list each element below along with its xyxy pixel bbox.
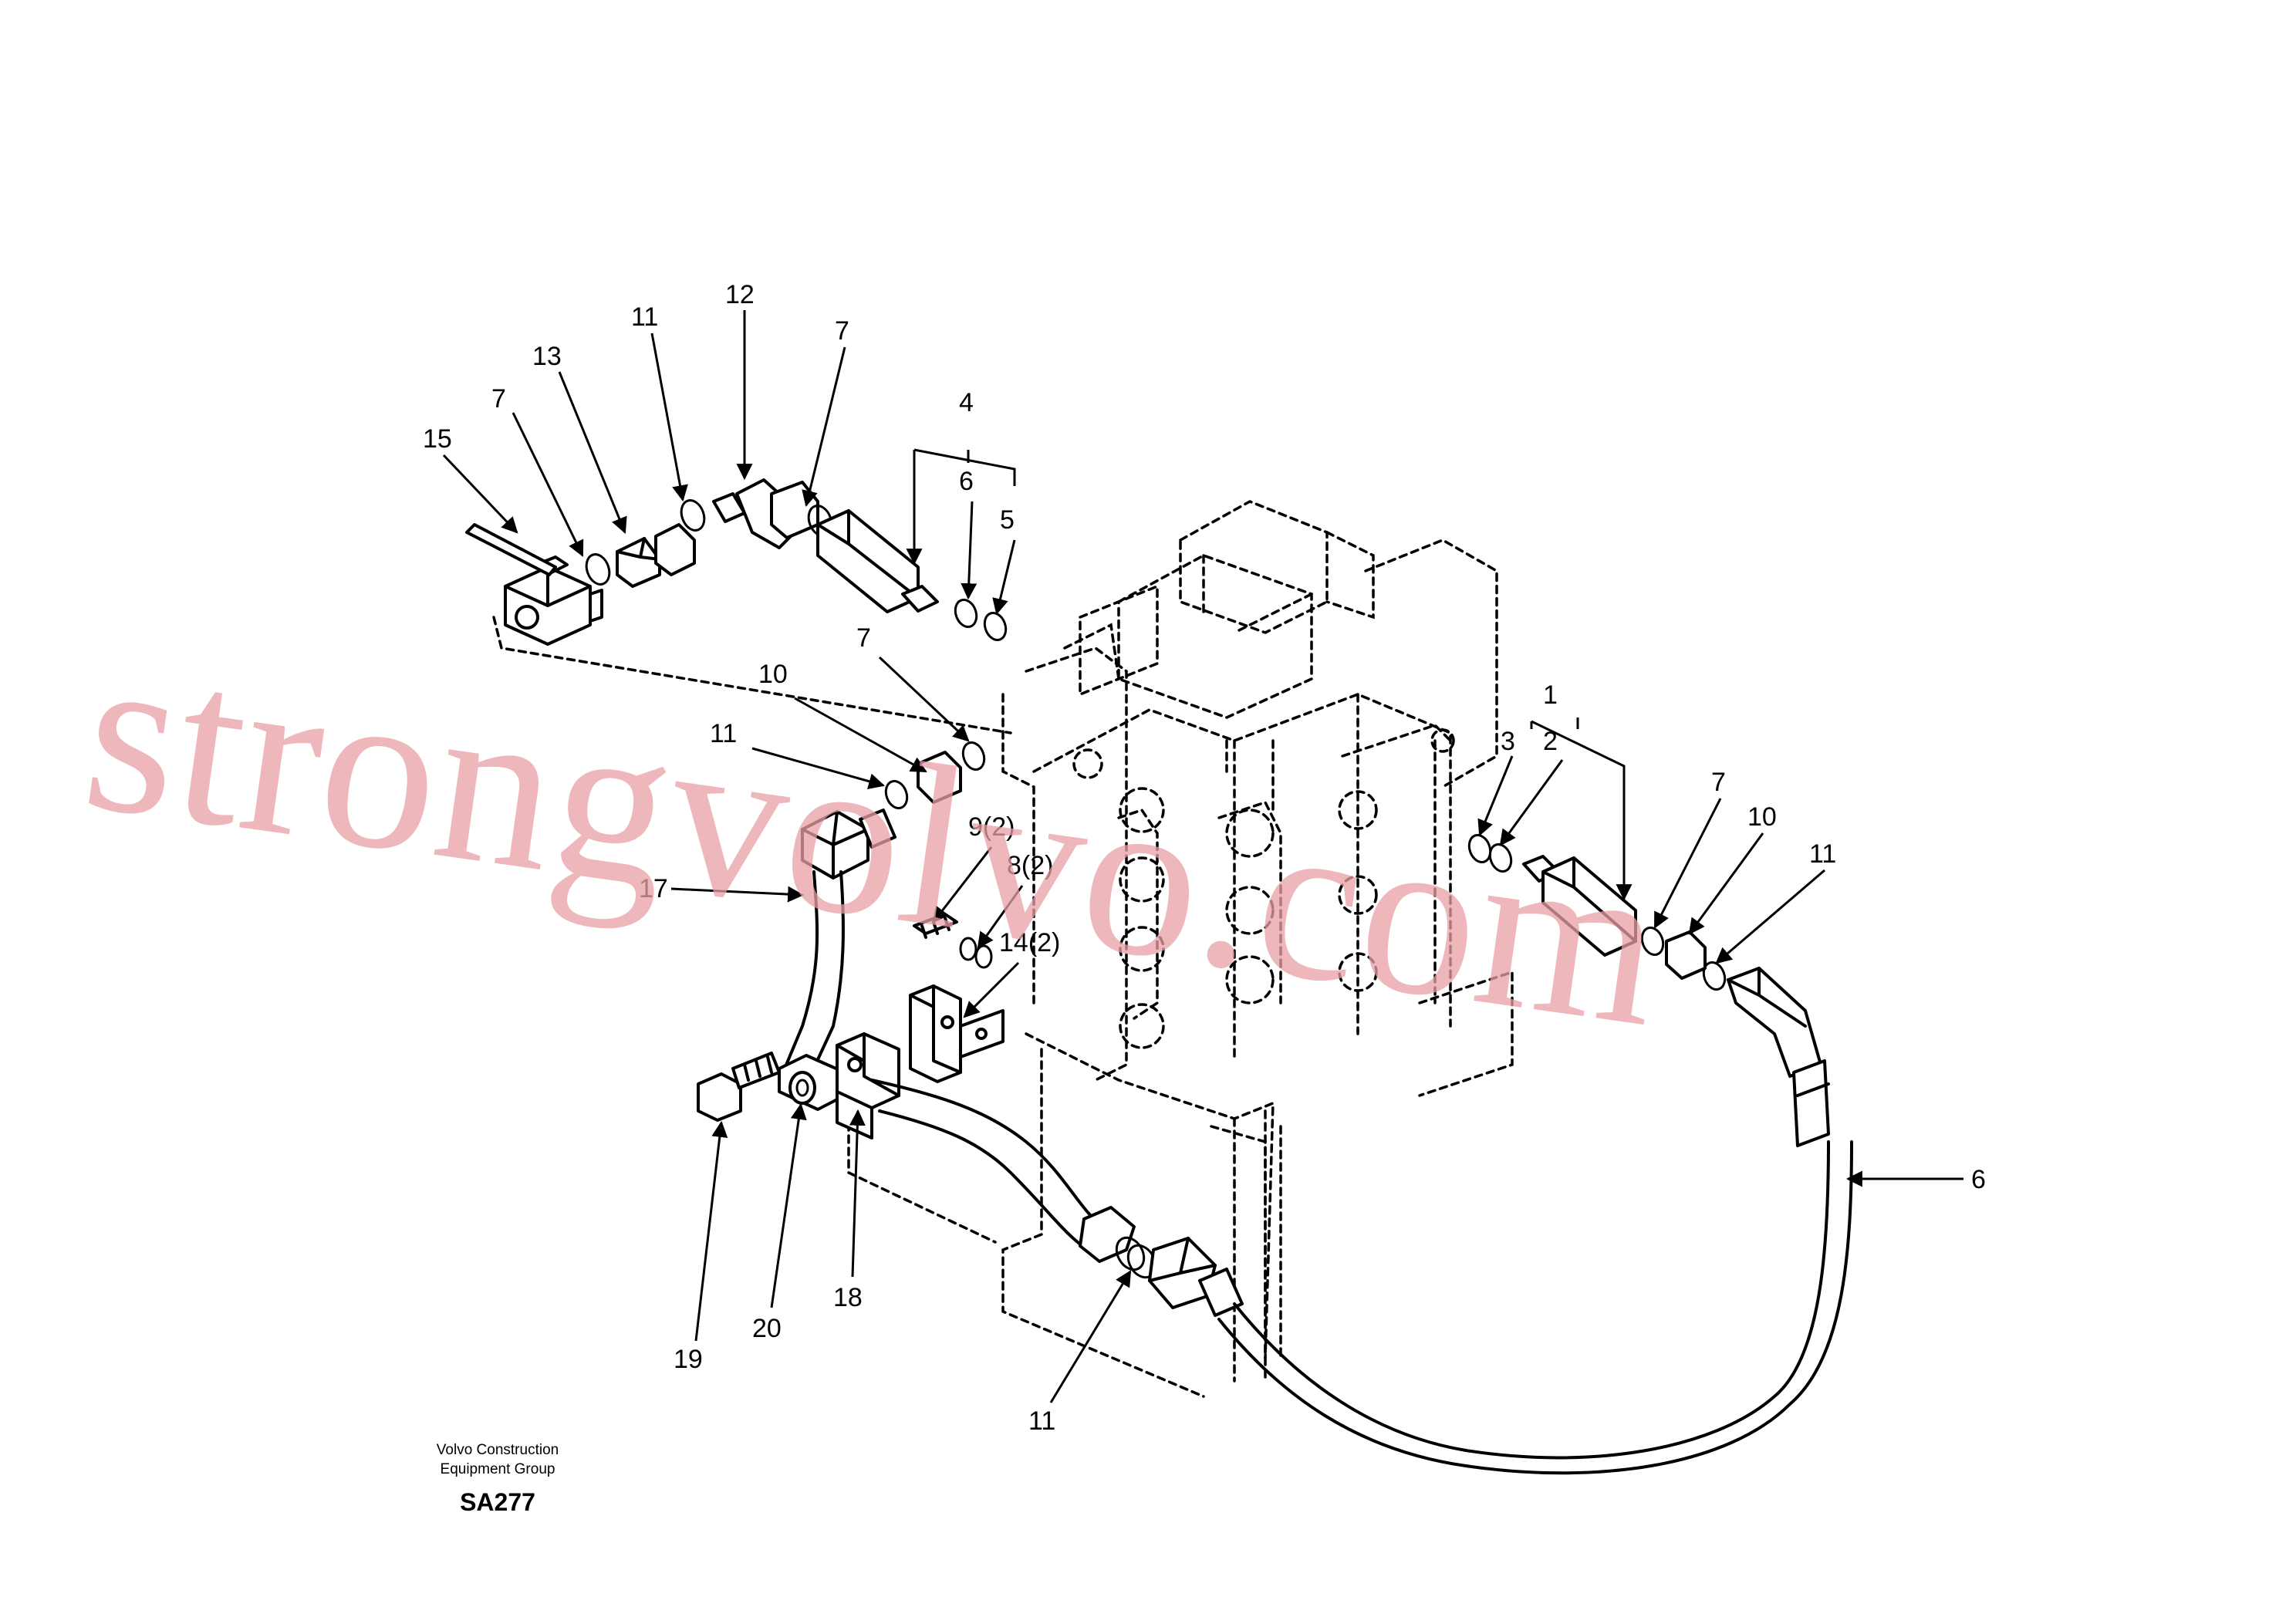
callout-11a: 11 [631,302,658,332]
callout-15: 15 [423,424,452,454]
clamp-parts [697,1032,900,1140]
callout-13: 13 [532,342,562,371]
lower-hose [870,1079,1853,1475]
callout-19: 19 [674,1345,703,1374]
callout-17: 17 [639,874,668,903]
callout-7c: 7 [856,623,871,653]
callout-2: 2 [1543,727,1558,756]
watermark: strongvolvo.com [72,601,1677,1075]
callout-7d: 7 [1711,768,1726,797]
footer-company-line1: Volvo Construction [437,1442,559,1458]
callout-7b: 7 [835,316,849,346]
callout-11b: 11 [710,719,737,748]
callout-1: 1 [1543,680,1558,710]
callout-20: 20 [752,1314,782,1343]
callout-18: 18 [833,1283,863,1312]
bracket-assembly [909,913,1004,1083]
callout-9-2: 9(2) [968,812,1015,842]
callout-6a: 6 [959,467,974,496]
callout-4: 4 [959,388,974,417]
footer-label: Volvo Construction Equipment Group SA277 [437,1442,559,1516]
callout-12: 12 [725,280,755,309]
callout-8-2: 8(2) [1007,851,1053,880]
upper-fittings [585,478,1008,641]
callout-brackets [906,448,1633,901]
callout-6b: 6 [1971,1165,1986,1194]
control-valve-outline [492,500,1514,1398]
watermark-text: strongvolvo.com [72,601,1677,1075]
callout-7a: 7 [491,384,506,414]
diagram-code: SA277 [460,1488,535,1516]
callout-5: 5 [1000,505,1015,535]
right-fittings [1467,834,1830,1147]
callout-11c: 11 [1809,839,1836,869]
callout-10b: 10 [1747,802,1777,832]
footer-company-line2: Equipment Group [441,1461,555,1477]
callout-14-2: 14(2) [999,928,1060,957]
callout-3: 3 [1501,727,1515,756]
callout-10a: 10 [758,660,788,689]
callout-11d: 11 [1028,1406,1055,1436]
callout-numbers: 15 7 13 11 12 7 4 6 5 7 10 11 17 9(2) 8(… [423,280,1986,1436]
ball-valve [465,523,603,646]
leader-lines [442,310,1963,1403]
